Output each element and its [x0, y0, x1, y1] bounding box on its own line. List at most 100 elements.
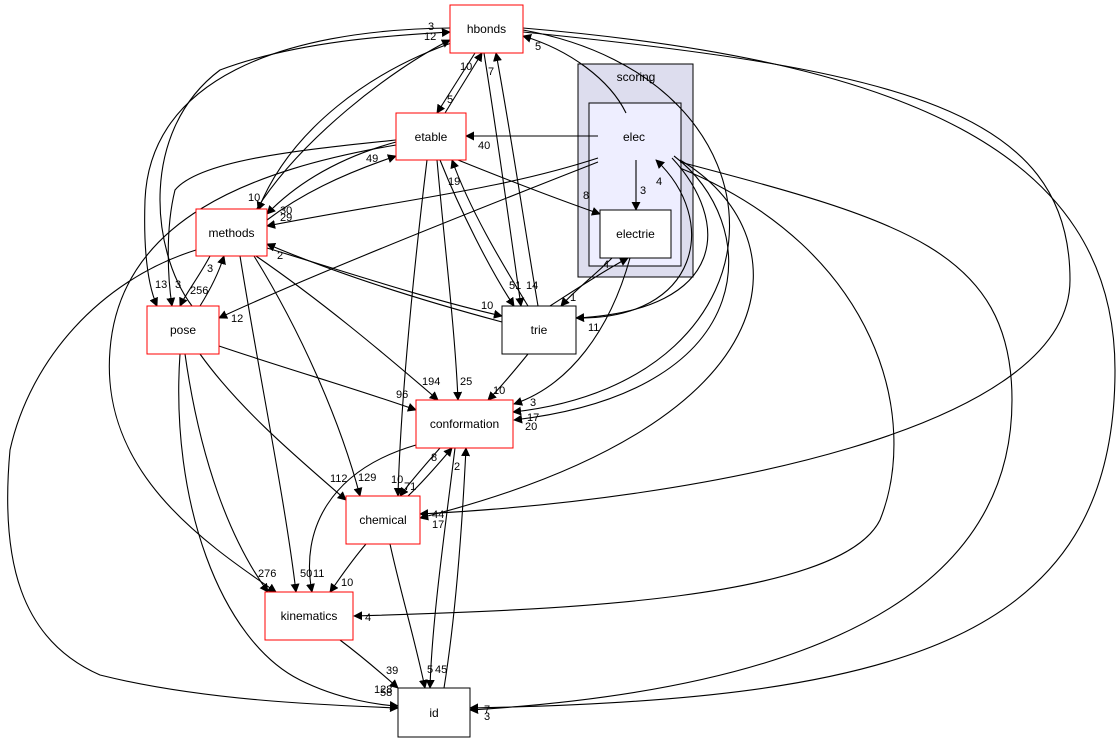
edge-label: 13 [155, 279, 167, 291]
edge-elec-chemical [419, 159, 754, 521]
node-methods[interactable]: methods [195, 208, 268, 257]
node-pose-box [146, 305, 220, 355]
edge-electrie-trie [560, 257, 613, 307]
edge-label: 3 [428, 21, 434, 33]
edge-conformation-kinematics [306, 444, 417, 593]
node-pose[interactable]: pose [146, 305, 220, 355]
node-elec-label: elec [623, 130, 645, 144]
edge-elec-conformation [513, 155, 730, 424]
edge-label: 25 [460, 376, 472, 388]
node-etable-box [395, 112, 467, 161]
node-id[interactable]: id [397, 687, 471, 738]
edge-hbonds-chemical [419, 31, 1071, 519]
nodes: hbonds etable methods pose conformation … [146, 4, 672, 738]
edge-elec-hbonds [522, 34, 627, 114]
edge-elec-methods [266, 157, 599, 229]
node-conformation-label: conformation [430, 417, 499, 431]
edge-etable-kinematics [108, 144, 397, 593]
node-id-box [397, 687, 471, 738]
edge-label: 5 [535, 41, 541, 53]
node-trie[interactable]: trie [501, 305, 577, 355]
edge-label: 40 [478, 140, 490, 152]
edge-hbonds-trie [483, 52, 525, 307]
node-trie-label: trie [531, 323, 548, 337]
node-methods-label: methods [208, 226, 254, 240]
edge-chemical-conformation [407, 447, 453, 497]
node-hbonds-box [449, 4, 524, 54]
edge-label: 7 [488, 66, 494, 78]
node-conformation-box [415, 399, 514, 449]
edge-label: 112 [330, 473, 348, 485]
edge-label: 3 [640, 185, 646, 197]
edge-trie-electrie [549, 257, 629, 307]
node-chemical-box [345, 495, 421, 545]
edge-label: 194 [422, 376, 440, 388]
node-kinematics-label: kinematics [281, 609, 338, 623]
node-chemical[interactable]: chemical [345, 495, 421, 545]
edge-label: 11 [588, 322, 599, 334]
edge-hbonds-methods [256, 39, 461, 211]
edge-label: 276 [258, 568, 276, 580]
edge-label: 44 [432, 509, 444, 521]
edge-label: 8 [431, 452, 437, 464]
edge-label: 17 [527, 412, 539, 424]
edge-elec-pose [218, 161, 599, 319]
edge-hbonds-id [469, 27, 1116, 713]
edge-hbonds-pose [144, 27, 451, 307]
edge-chemical-id [389, 543, 428, 689]
edge-label: 3 [484, 711, 490, 723]
edge-methods-kinematics [239, 255, 300, 593]
edge-label: 3 [175, 279, 181, 291]
edge-label: 12 [231, 313, 243, 325]
edge-pose-id [178, 353, 399, 711]
edge-label: 5 [427, 664, 433, 676]
node-methods-box [195, 208, 268, 257]
edge-methods-chemical [253, 255, 363, 497]
edge-label: 19 [448, 176, 460, 188]
edge-label: 1 [570, 292, 576, 304]
edge-label: 2 [277, 250, 283, 262]
node-id-label: id [429, 706, 438, 720]
node-pose-label: pose [170, 323, 196, 337]
node-electrie-label: electrie [616, 227, 655, 241]
node-hbonds-label: hbonds [467, 22, 506, 36]
edge-labels: 3 12 5 10 5 7 40 49 19 8 3 4 10 30 29 2 … [155, 21, 662, 723]
edge-etable-electrie [457, 159, 601, 216]
edge-label: 58 [380, 687, 392, 699]
node-trie-box [501, 305, 577, 355]
edge-label: 10 [460, 61, 472, 73]
edge-label: 128 [374, 684, 392, 696]
edge-label: 8 [583, 190, 589, 202]
node-electrie[interactable]: electrie [599, 209, 672, 259]
node-kinematics[interactable]: kinematics [264, 591, 354, 641]
edge-trie-conformation [487, 353, 529, 401]
node-conformation[interactable]: conformation [415, 399, 514, 449]
edge-label: 7 [484, 704, 490, 716]
edge-label: 49 [366, 153, 378, 165]
edge-label: 256 [190, 285, 208, 297]
edge-etable-trie [439, 159, 515, 307]
edge-label: 20 [525, 421, 537, 433]
edge-label: 129 [358, 472, 376, 484]
edge-methods-conformation [255, 255, 439, 401]
edge-chemical-kinematics [329, 543, 367, 593]
edge-label: 45 [435, 664, 447, 676]
node-elec[interactable]: elec [623, 130, 645, 144]
edge-hbonds-conformation [512, 29, 731, 416]
edge-label: 39 [386, 665, 398, 677]
edge-elec-trie [575, 157, 709, 323]
edge-pose-conformation [218, 345, 417, 412]
edge-label: 12 [424, 31, 436, 43]
edge-conformation-id [425, 447, 456, 689]
node-etable-label: etable [415, 130, 448, 144]
edge-label: 3 [207, 263, 213, 275]
edge-label: 4 [365, 612, 371, 624]
node-hbonds[interactable]: hbonds [449, 4, 524, 54]
edge-etable-conformation [436, 159, 463, 401]
edge-label: 17 [432, 519, 444, 531]
node-etable[interactable]: etable [395, 112, 467, 161]
edge-label: 10 [481, 300, 493, 312]
edges [7, 27, 1116, 714]
edge-id-conformation [443, 447, 471, 689]
edge-label: 4 [603, 259, 609, 271]
